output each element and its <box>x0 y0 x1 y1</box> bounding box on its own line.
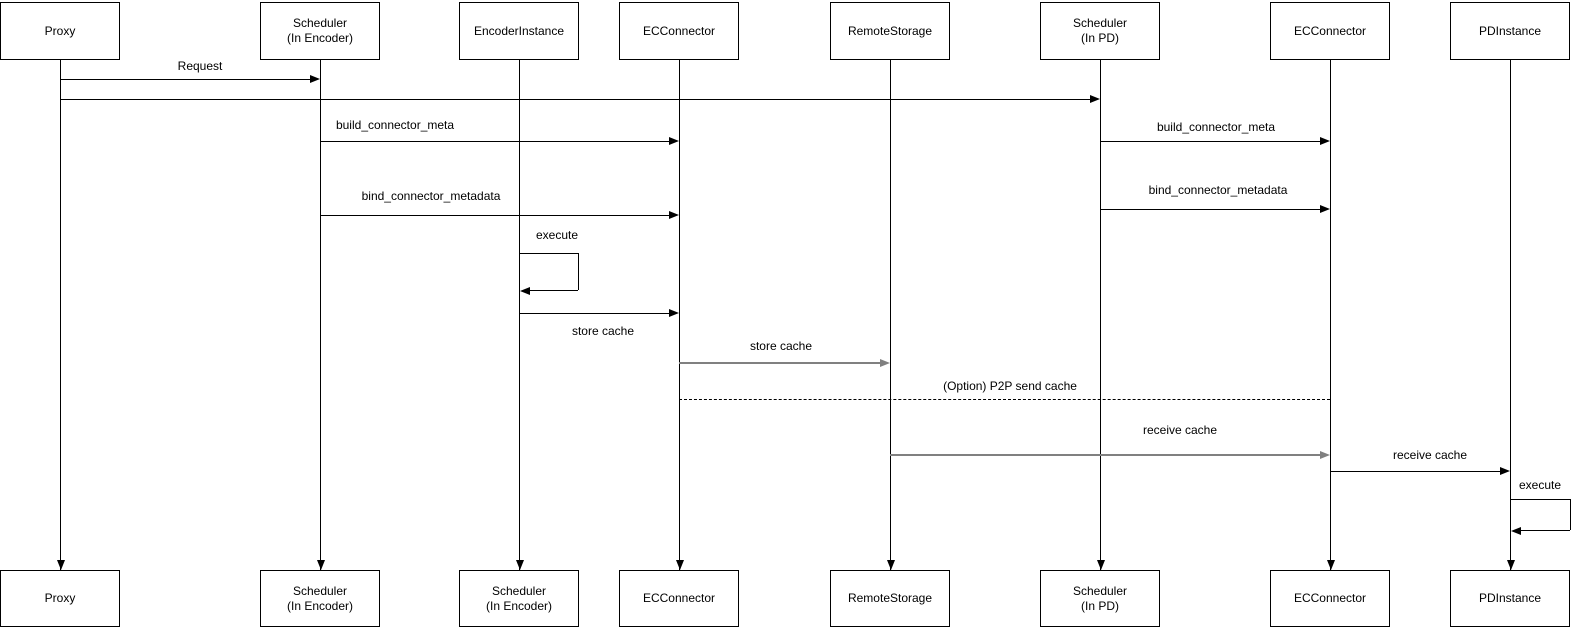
actor-label-line: Proxy <box>44 591 76 605</box>
actor-box-bottom-scheduler-encoder: Scheduler(In Encoder) <box>260 570 380 627</box>
message-bind-connector-meta-l-label: bind_connector_metadata <box>359 189 503 203</box>
message-store-cache-2-arrowhead <box>880 359 890 367</box>
message-bind-connector-meta-l-arrowhead <box>669 211 679 219</box>
actor-label-line: PDInstance <box>1478 23 1542 38</box>
actor-box-bottom-scheduler-pd: Scheduler(In PD) <box>1040 570 1160 627</box>
message-build-connector-meta-l-line <box>320 141 671 142</box>
message-build-connector-meta-l-arrowhead <box>669 137 679 145</box>
lifeline-scheduler-encoder <box>320 60 321 570</box>
message-bind-connector-meta-l-line <box>320 215 671 216</box>
lifeline-arrowhead-encoder-instance <box>515 560 524 570</box>
message-request-line <box>60 79 312 80</box>
actor-label-line: (In Encoder) <box>286 598 354 613</box>
message-execute-pd-loop-top <box>1510 499 1570 500</box>
actor-label-line: ECConnector <box>1293 591 1367 605</box>
actor-box-bottom-remote-storage: RemoteStorage <box>830 570 950 627</box>
actor-box-bottom-ec-connector-right: ECConnector <box>1270 570 1390 627</box>
message-execute-encoder-arrowhead <box>520 286 530 295</box>
message-build-connector-meta-r-arrowhead <box>1320 137 1330 145</box>
lifeline-arrowhead-remote-storage <box>886 560 895 570</box>
actor-label-line: (In PD) <box>1080 598 1119 613</box>
actor-label-line: ECConnector <box>1293 23 1367 38</box>
actor-label-line: Scheduler <box>292 16 348 30</box>
actor-label-line: Scheduler <box>491 583 547 598</box>
actor-label-line: EncoderInstance <box>473 23 565 38</box>
message-store-cache-1-label: store cache <box>569 324 637 338</box>
actor-label-line: (In Encoder) <box>485 598 553 613</box>
message-request-arrowhead <box>310 75 320 83</box>
message-build-connector-meta-r-label: build_connector_meta <box>1154 120 1278 134</box>
actor-label-line: Proxy <box>44 23 76 38</box>
message-bind-connector-meta-r-arrowhead <box>1320 205 1330 213</box>
lifeline-encoder-instance <box>519 60 520 570</box>
actor-label-line: (In Encoder) <box>286 31 354 45</box>
lifeline-arrowhead-ec-connector-left <box>675 560 684 570</box>
actor-box-top-encoder-instance: EncoderInstance <box>459 2 579 60</box>
actor-label-line: Scheduler <box>1072 16 1128 30</box>
message-execute-encoder-loop-top <box>519 253 578 254</box>
message-receive-cache-1-label: receive cache <box>1140 423 1220 437</box>
message-execute-encoder-loop-bottom <box>529 290 578 291</box>
message-receive-cache-2-arrowhead <box>1500 467 1510 475</box>
actor-label-line: ECConnector <box>642 591 716 605</box>
actor-label-line: (In PD) <box>1080 31 1119 45</box>
lifeline-proxy <box>60 60 61 570</box>
lifeline-scheduler-pd <box>1100 60 1101 570</box>
lifeline-remote-storage <box>890 60 891 570</box>
actor-box-top-remote-storage: RemoteStorage <box>830 2 950 60</box>
message-build-connector-meta-r-line <box>1100 141 1322 142</box>
message-forward-request-arrowhead <box>1090 95 1100 103</box>
message-receive-cache-1-line <box>890 454 1322 456</box>
message-execute-pd-loop-right <box>1570 499 1571 530</box>
actor-label-line: Scheduler <box>292 583 348 598</box>
actor-box-bottom-pd-instance: PDInstance <box>1450 570 1570 627</box>
actor-box-bottom-encoder-instance: Scheduler(In Encoder) <box>459 570 579 627</box>
message-store-cache-1-arrowhead <box>669 309 679 317</box>
actor-box-top-scheduler-pd: Scheduler(In PD) <box>1040 2 1160 60</box>
lifeline-arrowhead-pd-instance <box>1506 560 1515 570</box>
message-store-cache-2-line <box>679 362 882 364</box>
actor-box-top-pd-instance: PDInstance <box>1450 2 1570 60</box>
lifeline-arrowhead-scheduler-encoder <box>316 560 325 570</box>
message-execute-encoder-label: execute <box>533 228 581 242</box>
actor-box-bottom-ec-connector-left: ECConnector <box>619 570 739 627</box>
actor-label-line: RemoteStorage <box>847 591 933 605</box>
message-execute-pd-label: execute <box>1516 478 1564 492</box>
message-execute-encoder-loop-right <box>578 253 579 290</box>
actor-box-top-scheduler-encoder: Scheduler(In Encoder) <box>260 2 380 60</box>
message-receive-cache-2-line <box>1330 471 1502 472</box>
message-bind-connector-meta-r-label: bind_connector_metadata <box>1146 183 1290 197</box>
message-execute-pd-loop-bottom <box>1520 530 1570 531</box>
lifeline-arrowhead-proxy <box>56 560 65 570</box>
message-forward-request-line <box>60 99 1092 100</box>
message-receive-cache-2-label: receive cache <box>1390 448 1470 462</box>
actor-label-line: ECConnector <box>642 23 716 38</box>
actor-box-top-proxy: Proxy <box>0 2 120 60</box>
message-bind-connector-meta-r-line <box>1100 209 1322 210</box>
lifeline-pd-instance <box>1510 60 1511 570</box>
actor-label-line: Scheduler <box>1072 583 1128 598</box>
lifeline-arrowhead-ec-connector-right <box>1326 560 1335 570</box>
actor-box-bottom-proxy: Proxy <box>0 570 120 627</box>
message-p2p-send-cache-label: (Option) P2P send cache <box>941 379 1079 393</box>
actor-label-line: PDInstance <box>1478 591 1542 605</box>
lifeline-ec-connector-right <box>1330 60 1331 570</box>
message-receive-cache-1-arrowhead <box>1320 451 1330 459</box>
message-request-label: Request <box>175 59 225 73</box>
actor-box-top-ec-connector-left: ECConnector <box>619 2 739 60</box>
lifeline-ec-connector-left <box>679 60 680 570</box>
message-p2p-send-cache-line <box>679 399 1330 400</box>
message-build-connector-meta-l-label: build_connector_meta <box>333 118 457 132</box>
message-store-cache-2-label: store cache <box>747 339 815 353</box>
actor-box-top-ec-connector-right: ECConnector <box>1270 2 1390 60</box>
message-store-cache-1-line <box>519 313 671 314</box>
lifeline-arrowhead-scheduler-pd <box>1096 560 1105 570</box>
actor-label-line: RemoteStorage <box>847 23 933 38</box>
message-execute-pd-arrowhead <box>1511 526 1521 535</box>
